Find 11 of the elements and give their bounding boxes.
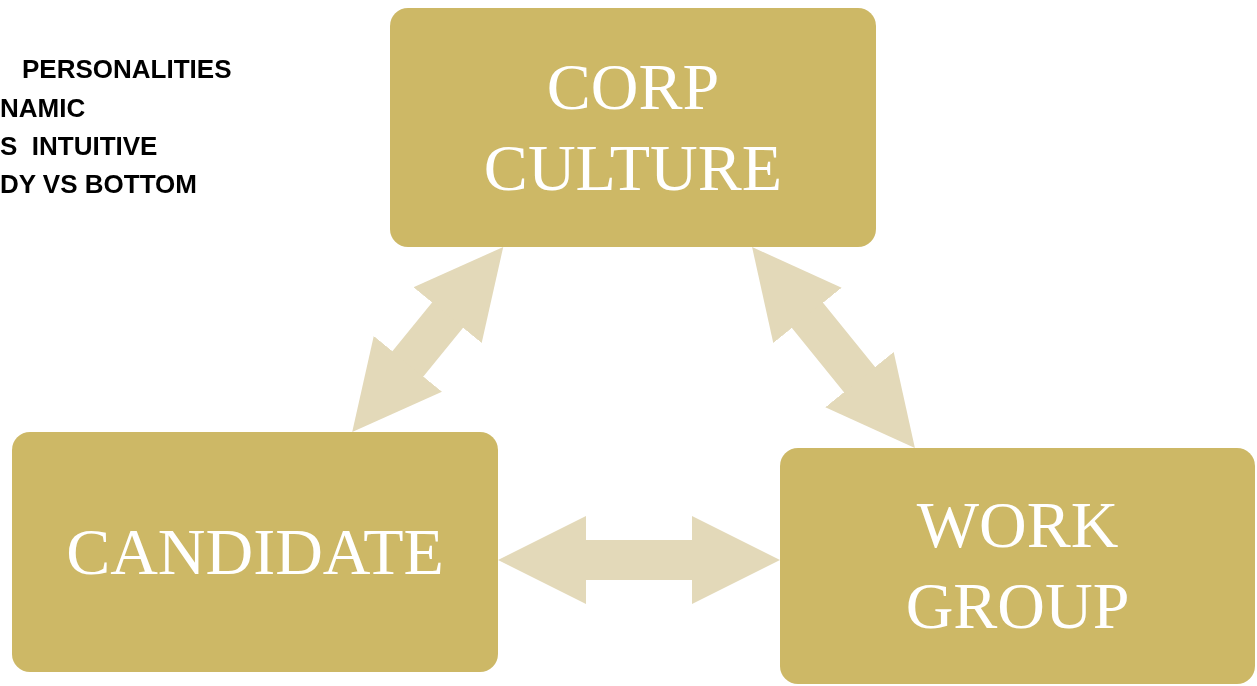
process-box <box>12 432 498 672</box>
process-box <box>390 8 876 247</box>
note-text: S INTUITIVE <box>0 133 158 159</box>
process-box <box>780 448 1255 684</box>
note-text: NAMIC <box>0 95 86 121</box>
box-label: CORP CULTURE <box>482 49 784 206</box>
box-label: WORK GROUP <box>904 487 1131 644</box>
note-text: PERSONALITIES <box>22 56 232 82</box>
note-text: DY VS BOTTOM <box>0 171 197 197</box>
box-label: CANDIDATE <box>66 513 444 590</box>
double-arrow <box>498 516 780 605</box>
